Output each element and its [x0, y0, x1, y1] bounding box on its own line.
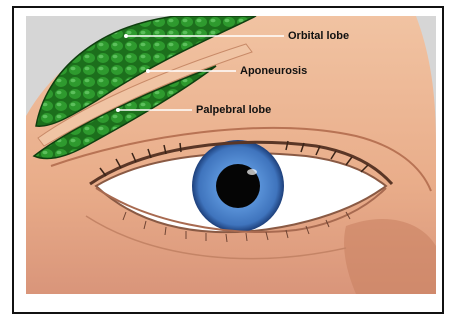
- eye-anatomy-illustration: [26, 16, 436, 294]
- orbital-lobe-leader-dot: [124, 34, 128, 38]
- aponeurosis-label: Aponeurosis: [240, 65, 307, 77]
- orbital-lobe-label: Orbital lobe: [288, 30, 349, 42]
- palpebral-lobe-leader-dot: [116, 108, 120, 112]
- eye-highlight: [247, 169, 257, 175]
- aponeurosis-leader-dot: [146, 69, 150, 73]
- palpebral-lobe-label: Palpebral lobe: [196, 104, 271, 116]
